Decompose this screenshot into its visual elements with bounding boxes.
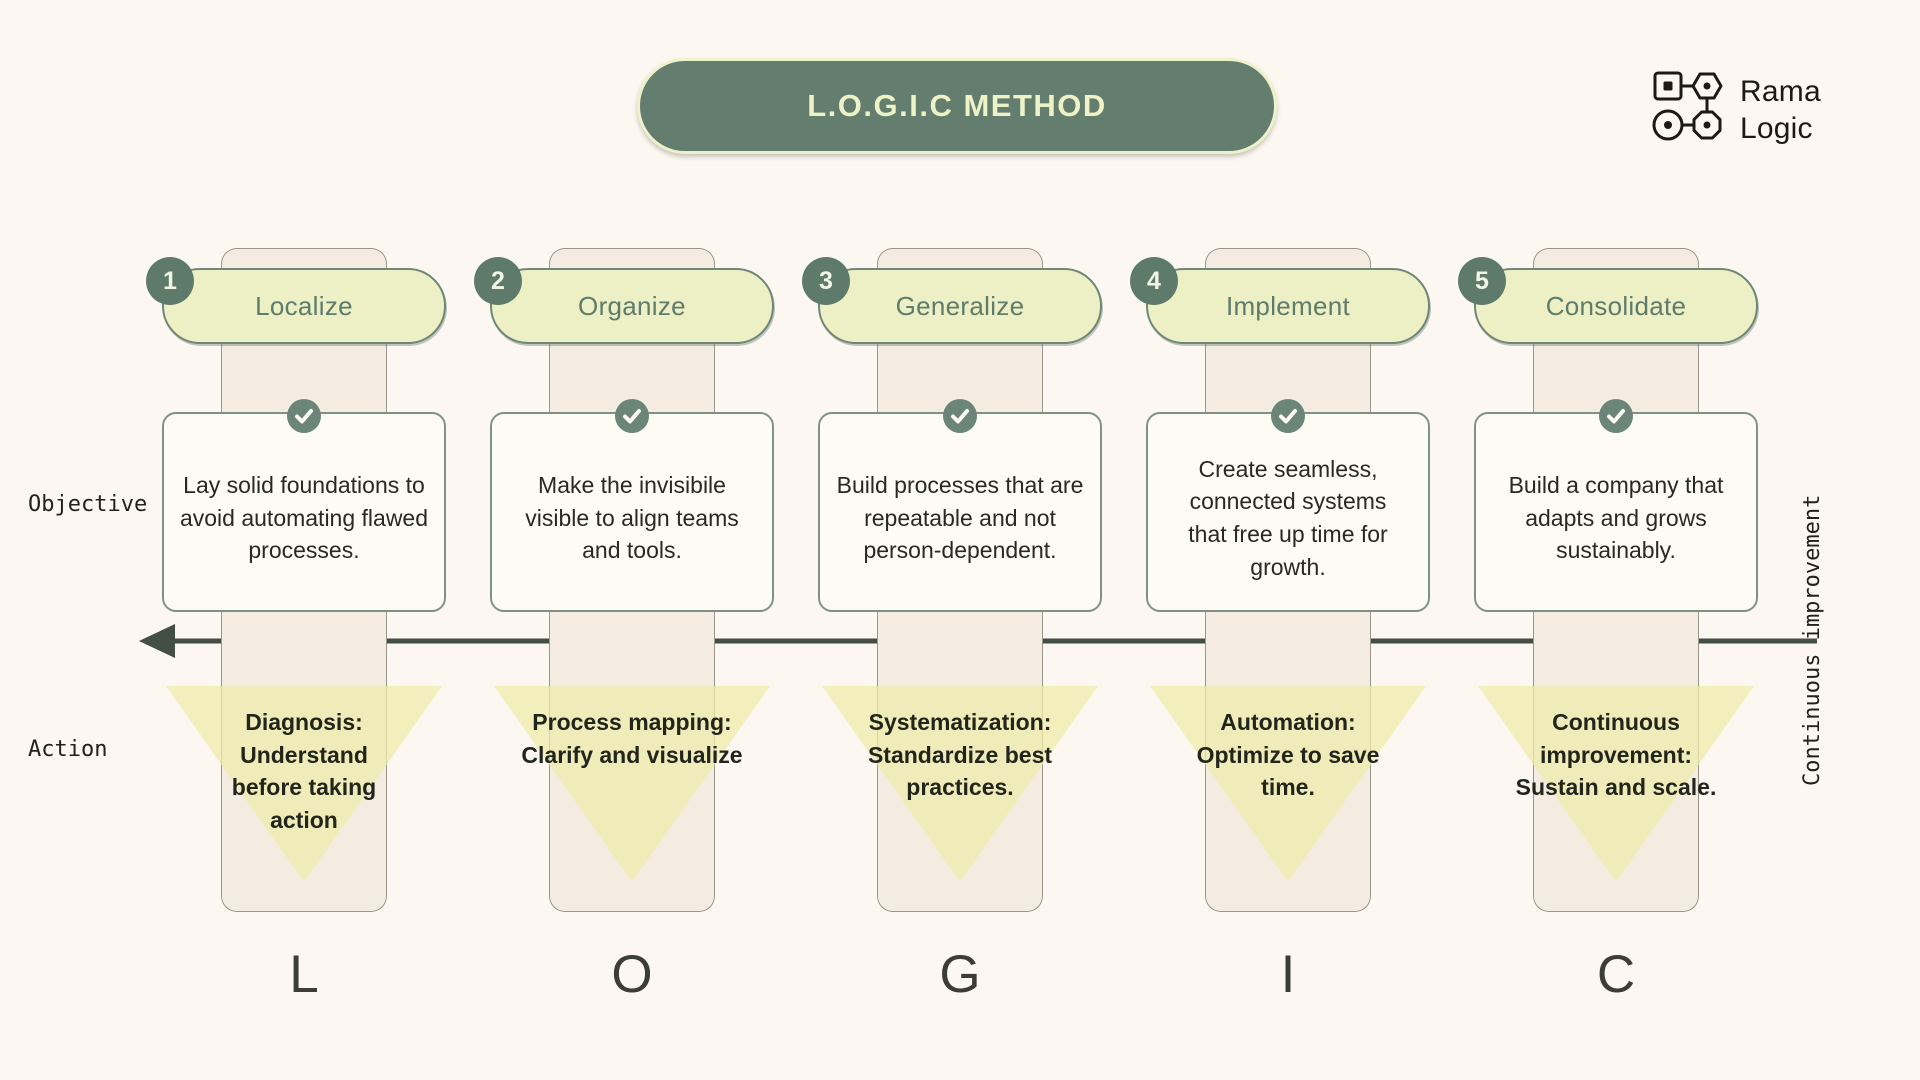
brand-name-line2: Logic <box>1740 111 1813 145</box>
step-number-badge: 5 <box>1458 257 1506 305</box>
action-text: Process mapping: Clarify and visualize <box>521 709 743 768</box>
step-title: Localize <box>255 290 353 321</box>
step-column-generalize: Generalize 3 Build processes that are re… <box>795 0 1125 1080</box>
brand-logo: Rama Logic <box>1652 70 1821 149</box>
step-title-pill: Consolidate <box>1474 268 1758 344</box>
objective-text: Make the invisibile visible to align tea… <box>525 472 739 564</box>
step-number-badge: 3 <box>802 257 850 305</box>
brand-name: Rama Logic <box>1740 73 1821 147</box>
objective-text: Create seamless, connected systems that … <box>1188 455 1388 580</box>
row-label-action: Action <box>28 737 108 762</box>
action-text: Continuous improvement: Sustain and scal… <box>1515 709 1717 801</box>
network-nodes-icon <box>1652 70 1728 149</box>
step-letter: O <box>611 945 653 1004</box>
step-column-consolidate: Consolidate 5 Build a company that adapt… <box>1451 0 1781 1080</box>
check-circle-icon <box>943 399 977 433</box>
step-title: Organize <box>578 290 686 321</box>
objective-card: Create seamless, connected systems that … <box>1146 412 1430 612</box>
objective-card: Make the invisibile visible to align tea… <box>490 412 774 612</box>
step-column-implement: Implement 4 Create seamless, connected s… <box>1123 0 1453 1080</box>
check-circle-icon <box>1271 399 1305 433</box>
objective-text: Build a company that adapts and grows su… <box>1508 472 1724 564</box>
step-letter: I <box>1280 945 1296 1004</box>
objective-card: Lay solid foundations to avoid automatin… <box>162 412 446 612</box>
step-title: Consolidate <box>1545 290 1687 321</box>
diagram-title: L.O.G.I.C METHOD <box>807 88 1107 123</box>
objective-text: Lay solid foundations to avoid automatin… <box>179 472 429 564</box>
action-text: Automation: Optimize to save time. <box>1196 709 1380 801</box>
brand-name-line1: Rama <box>1740 74 1821 108</box>
check-circle-icon <box>615 399 649 433</box>
arrow-label: Continuous improvement <box>1800 494 1825 786</box>
action-text: Systematization: Standardize best practi… <box>867 709 1053 801</box>
step-title-pill: Implement <box>1146 268 1430 344</box>
objective-card: Build processes that are repeatable and … <box>818 412 1102 612</box>
step-title: Generalize <box>895 290 1025 321</box>
step-letter: G <box>939 945 981 1004</box>
step-title-pill: Localize <box>162 268 446 344</box>
step-title-pill: Generalize <box>818 268 1102 344</box>
check-circle-icon <box>1599 399 1633 433</box>
step-number-badge: 4 <box>1130 257 1178 305</box>
objective-card: Build a company that adapts and grows su… <box>1474 412 1758 612</box>
step-number-badge: 2 <box>474 257 522 305</box>
step-column-organize: Organize 2 Make the invisibile visible t… <box>467 0 797 1080</box>
step-title-pill: Organize <box>490 268 774 344</box>
step-title: Implement <box>1225 290 1351 321</box>
diagram-title-pill: L.O.G.I.C METHOD <box>637 58 1277 154</box>
objective-text: Build processes that are repeatable and … <box>836 472 1084 564</box>
step-column-localize: Localize 1 Lay solid foundations to avoi… <box>139 0 469 1080</box>
check-circle-icon <box>287 399 321 433</box>
step-number-badge: 1 <box>146 257 194 305</box>
row-label-objective: Objective <box>28 492 148 517</box>
step-letter: L <box>289 945 319 1004</box>
step-letter: C <box>1596 945 1636 1004</box>
action-text: Diagnosis: Understand before taking acti… <box>231 709 377 833</box>
